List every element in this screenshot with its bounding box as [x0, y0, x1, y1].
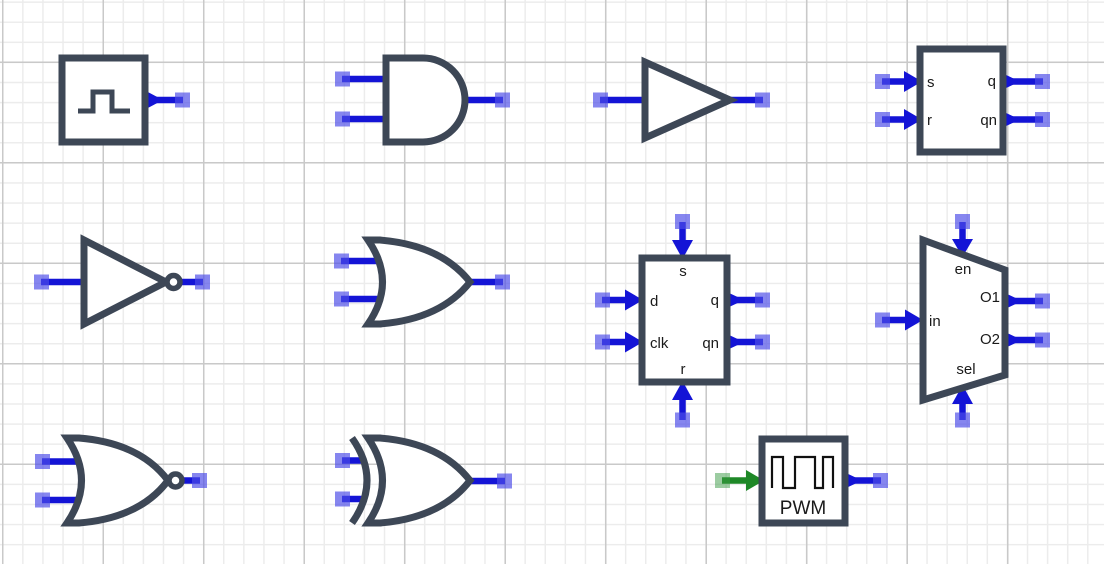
demux-body[interactable] — [919, 234, 1009, 405]
pwm-label: PWM — [780, 498, 826, 519]
pulse-waveform-icon — [78, 89, 130, 114]
or-gate[interactable] — [334, 236, 510, 328]
output-pin-pad[interactable] — [497, 473, 512, 489]
input-pin-pad[interactable] — [955, 412, 970, 428]
inverter-bubble — [166, 471, 185, 490]
port-label-r: r — [927, 112, 932, 129]
input-pin-pad[interactable] — [35, 492, 50, 508]
signal-direction-arrow — [1005, 332, 1022, 348]
port-label-sel: sel — [956, 361, 975, 378]
and-gate-body[interactable] — [382, 54, 469, 146]
signal-direction-arrow — [727, 292, 744, 308]
and-gate[interactable] — [335, 54, 510, 146]
sr-latch[interactable]: s r q qn — [875, 45, 1050, 156]
output-pin-pad[interactable] — [1035, 293, 1050, 309]
sr-latch-body[interactable] — [916, 45, 1007, 156]
pwm-generator[interactable]: PWM — [715, 435, 888, 527]
input-pin-pad[interactable] — [875, 112, 890, 127]
output-pin-pad[interactable] — [755, 92, 770, 108]
not-gate-body[interactable] — [80, 234, 174, 330]
output-pin-pad[interactable] — [192, 473, 207, 488]
buffer-body[interactable] — [641, 56, 739, 144]
signal-direction-arrow — [727, 334, 744, 350]
clock-source-body[interactable] — [58, 54, 149, 146]
d-flip-flop[interactable]: s d clk q qn r — [595, 214, 770, 428]
output-pin-pad[interactable] — [195, 274, 210, 290]
nor-gate-body[interactable] — [60, 434, 173, 527]
port-label-d: d — [650, 293, 658, 310]
demux[interactable]: en in O1 O2 sel — [875, 214, 1050, 428]
input-pin-pad[interactable] — [675, 412, 690, 428]
xor-input-arc — [349, 435, 371, 526]
not-gate[interactable] — [34, 234, 210, 330]
output-pin-pad[interactable] — [755, 334, 770, 350]
nor-gate[interactable] — [35, 434, 207, 527]
input-pin-pad[interactable] — [595, 334, 610, 350]
signal-direction-arrow — [672, 381, 693, 400]
input-pin-pad[interactable] — [593, 92, 608, 108]
input-pin-pad[interactable] — [335, 491, 350, 507]
output-pin-pad[interactable] — [495, 92, 510, 108]
port-label-en: en — [955, 261, 972, 278]
xor-gate[interactable] — [335, 434, 512, 527]
signal-direction-arrow — [625, 331, 643, 353]
port-label-r: r — [681, 361, 686, 378]
buffer-gate[interactable] — [593, 56, 770, 144]
input-pin-pad[interactable] — [335, 453, 350, 468]
signal-direction-arrow — [145, 90, 163, 110]
signal-direction-arrow — [625, 289, 643, 311]
signal-direction-arrow — [845, 472, 862, 489]
port-label-qn: qn — [980, 112, 997, 129]
signal-direction-arrow — [905, 309, 923, 331]
pwm-body[interactable] — [758, 435, 849, 527]
port-label-q: q — [711, 292, 719, 309]
signal-direction-arrow — [1003, 111, 1020, 128]
input-pin-pad[interactable] — [715, 473, 730, 488]
clock-source[interactable] — [58, 54, 190, 146]
output-pin-pad[interactable] — [873, 473, 888, 488]
input-pin-pad[interactable] — [34, 274, 49, 290]
input-pin-pad[interactable] — [35, 454, 50, 469]
output-pin-pad[interactable] — [1035, 332, 1050, 348]
signal-direction-arrow — [1003, 73, 1020, 90]
output-pin-pad[interactable] — [175, 92, 190, 108]
port-label-in: in — [929, 313, 941, 330]
inverter-bubble — [164, 272, 183, 292]
xor-gate-body[interactable] — [361, 434, 475, 527]
port-label-q: q — [988, 73, 996, 90]
port-label-s: s — [927, 74, 935, 91]
input-pin-pad[interactable] — [675, 214, 690, 229]
d-flip-flop-body[interactable] — [638, 254, 731, 386]
input-pin-pad[interactable] — [595, 292, 610, 308]
output-pin-pad[interactable] — [755, 292, 770, 308]
pwm-waveform-icon — [770, 455, 835, 490]
input-pin-pad[interactable] — [335, 71, 350, 87]
output-pin-pad[interactable] — [1035, 74, 1050, 89]
or-gate-body[interactable] — [361, 236, 475, 328]
signal-direction-arrow — [904, 71, 922, 92]
input-pin-pad[interactable] — [334, 291, 349, 307]
port-label-qn: qn — [702, 335, 719, 352]
input-pin-pad[interactable] — [955, 214, 970, 229]
output-pin-pad[interactable] — [495, 274, 510, 290]
input-pin-pad[interactable] — [335, 111, 350, 127]
port-label-o1: O1 — [980, 289, 1000, 306]
signal-direction-arrow — [904, 109, 922, 130]
signal-direction-arrow — [672, 240, 693, 259]
port-label-clk: clk — [650, 335, 669, 352]
port-label-s: s — [679, 263, 687, 280]
input-pin-pad[interactable] — [875, 74, 890, 89]
output-pin-pad[interactable] — [1035, 112, 1050, 127]
input-pin-pad[interactable] — [334, 253, 349, 269]
signal-direction-arrow — [952, 385, 973, 404]
input-pin-pad[interactable] — [875, 312, 890, 328]
signal-direction-arrow — [1005, 293, 1022, 309]
signal-direction-arrow — [952, 239, 973, 257]
signal-direction-arrow — [746, 470, 764, 491]
port-label-o2: O2 — [980, 331, 1000, 348]
